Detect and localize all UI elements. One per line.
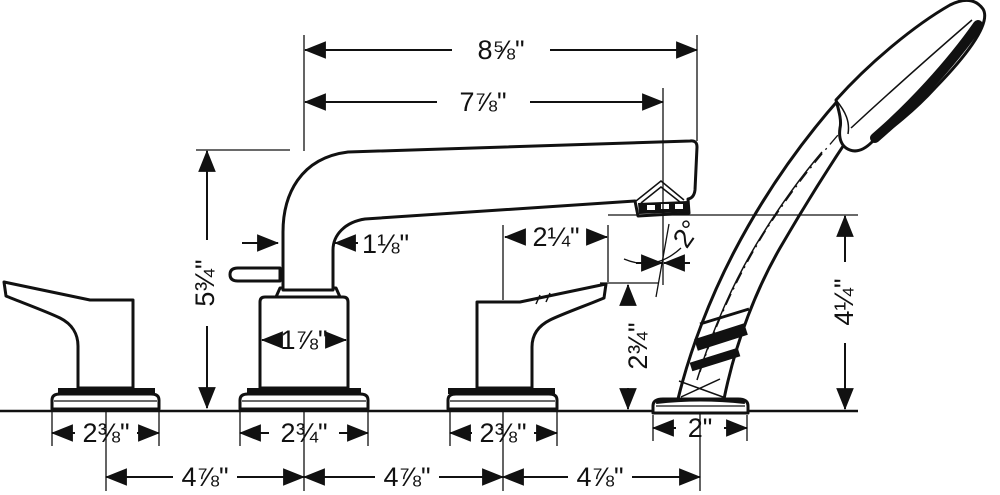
right-handle-index-marks [535, 292, 551, 305]
dim-handshower-base: 2" [651, 413, 749, 443]
dim-spout-height: 5¾" [190, 149, 220, 410]
handshower-face-line [850, 19, 973, 129]
dim-spacing-center-label: 4⅞" [383, 462, 430, 492]
dim-spout-height-label: 5¾" [190, 259, 220, 306]
dim-spray-angle: 2° [623, 215, 706, 298]
aerator-slots [647, 204, 683, 210]
dim-spacing-left-label: 4⅞" [181, 462, 228, 492]
dim-spacing-row: 4⅞" 4⅞" 4⅞" [104, 462, 702, 492]
handshower-head [834, 0, 987, 153]
dim-top-width-label: 8⅝" [477, 35, 524, 65]
diverter-pin [228, 266, 282, 283]
dim-right-handle-base-label: 2⅜" [479, 418, 526, 448]
dim-spacing-right-label: 4⅞" [576, 462, 623, 492]
dim-spout-base-label: 2¾" [280, 418, 327, 448]
dim-handle-reach-label: 2¼" [532, 222, 579, 252]
dim-handshower-height-label: 4¼" [829, 278, 859, 325]
handshower-axis-line [699, 134, 839, 373]
left-handle-lever [2, 280, 135, 390]
dim-spout-reach: 7⅞" [303, 87, 665, 117]
handshower [651, 0, 987, 415]
spout-base-body [258, 295, 350, 390]
dim-handle-height: 2¾" [619, 283, 653, 411]
dim-handshower-base-label: 2" [688, 413, 713, 443]
dim-handle-height-label: 2¾" [623, 322, 653, 369]
dim-right-handle-base: 2⅜" [448, 418, 559, 448]
dim-handle-reach: 2¼" [503, 222, 609, 252]
dim-spout-tube-width: 1⅛" [242, 229, 409, 259]
hose-connector-detail [678, 378, 724, 398]
dim-spout-reach-label: 7⅞" [459, 87, 506, 117]
dim-spout-base: 2¾" [238, 418, 370, 448]
dim-spray-angle-label: 2° [667, 215, 706, 253]
dim-left-handle-base-label: 2⅜" [82, 418, 129, 448]
dim-spout-tube-width-label: 1⅛" [362, 229, 409, 259]
dim-handshower-height: 4¼" [829, 214, 859, 411]
dim-spout-base-body-width-label: 1⅞" [280, 325, 327, 355]
handshower-face-edge [870, 20, 983, 143]
left-handle-flange [58, 388, 155, 394]
right-handle-flange [448, 388, 555, 394]
dim-left-handle-base: 2⅜" [50, 418, 161, 448]
aerator-housing-inner [640, 186, 681, 204]
handshower-neck-line [835, 99, 850, 135]
spout-flange [247, 388, 361, 394]
aerator-housing [635, 180, 685, 202]
handshower-base-top [655, 397, 746, 404]
spout-body [281, 139, 699, 292]
left-handle [2, 280, 161, 411]
handshower-grip-bands [689, 307, 750, 372]
dim-spout-base-body-width: 1⅞" [260, 325, 348, 355]
right-handle [446, 282, 608, 411]
dim-top-width: 8⅝" [303, 35, 699, 65]
right-handle-lever [475, 282, 608, 390]
